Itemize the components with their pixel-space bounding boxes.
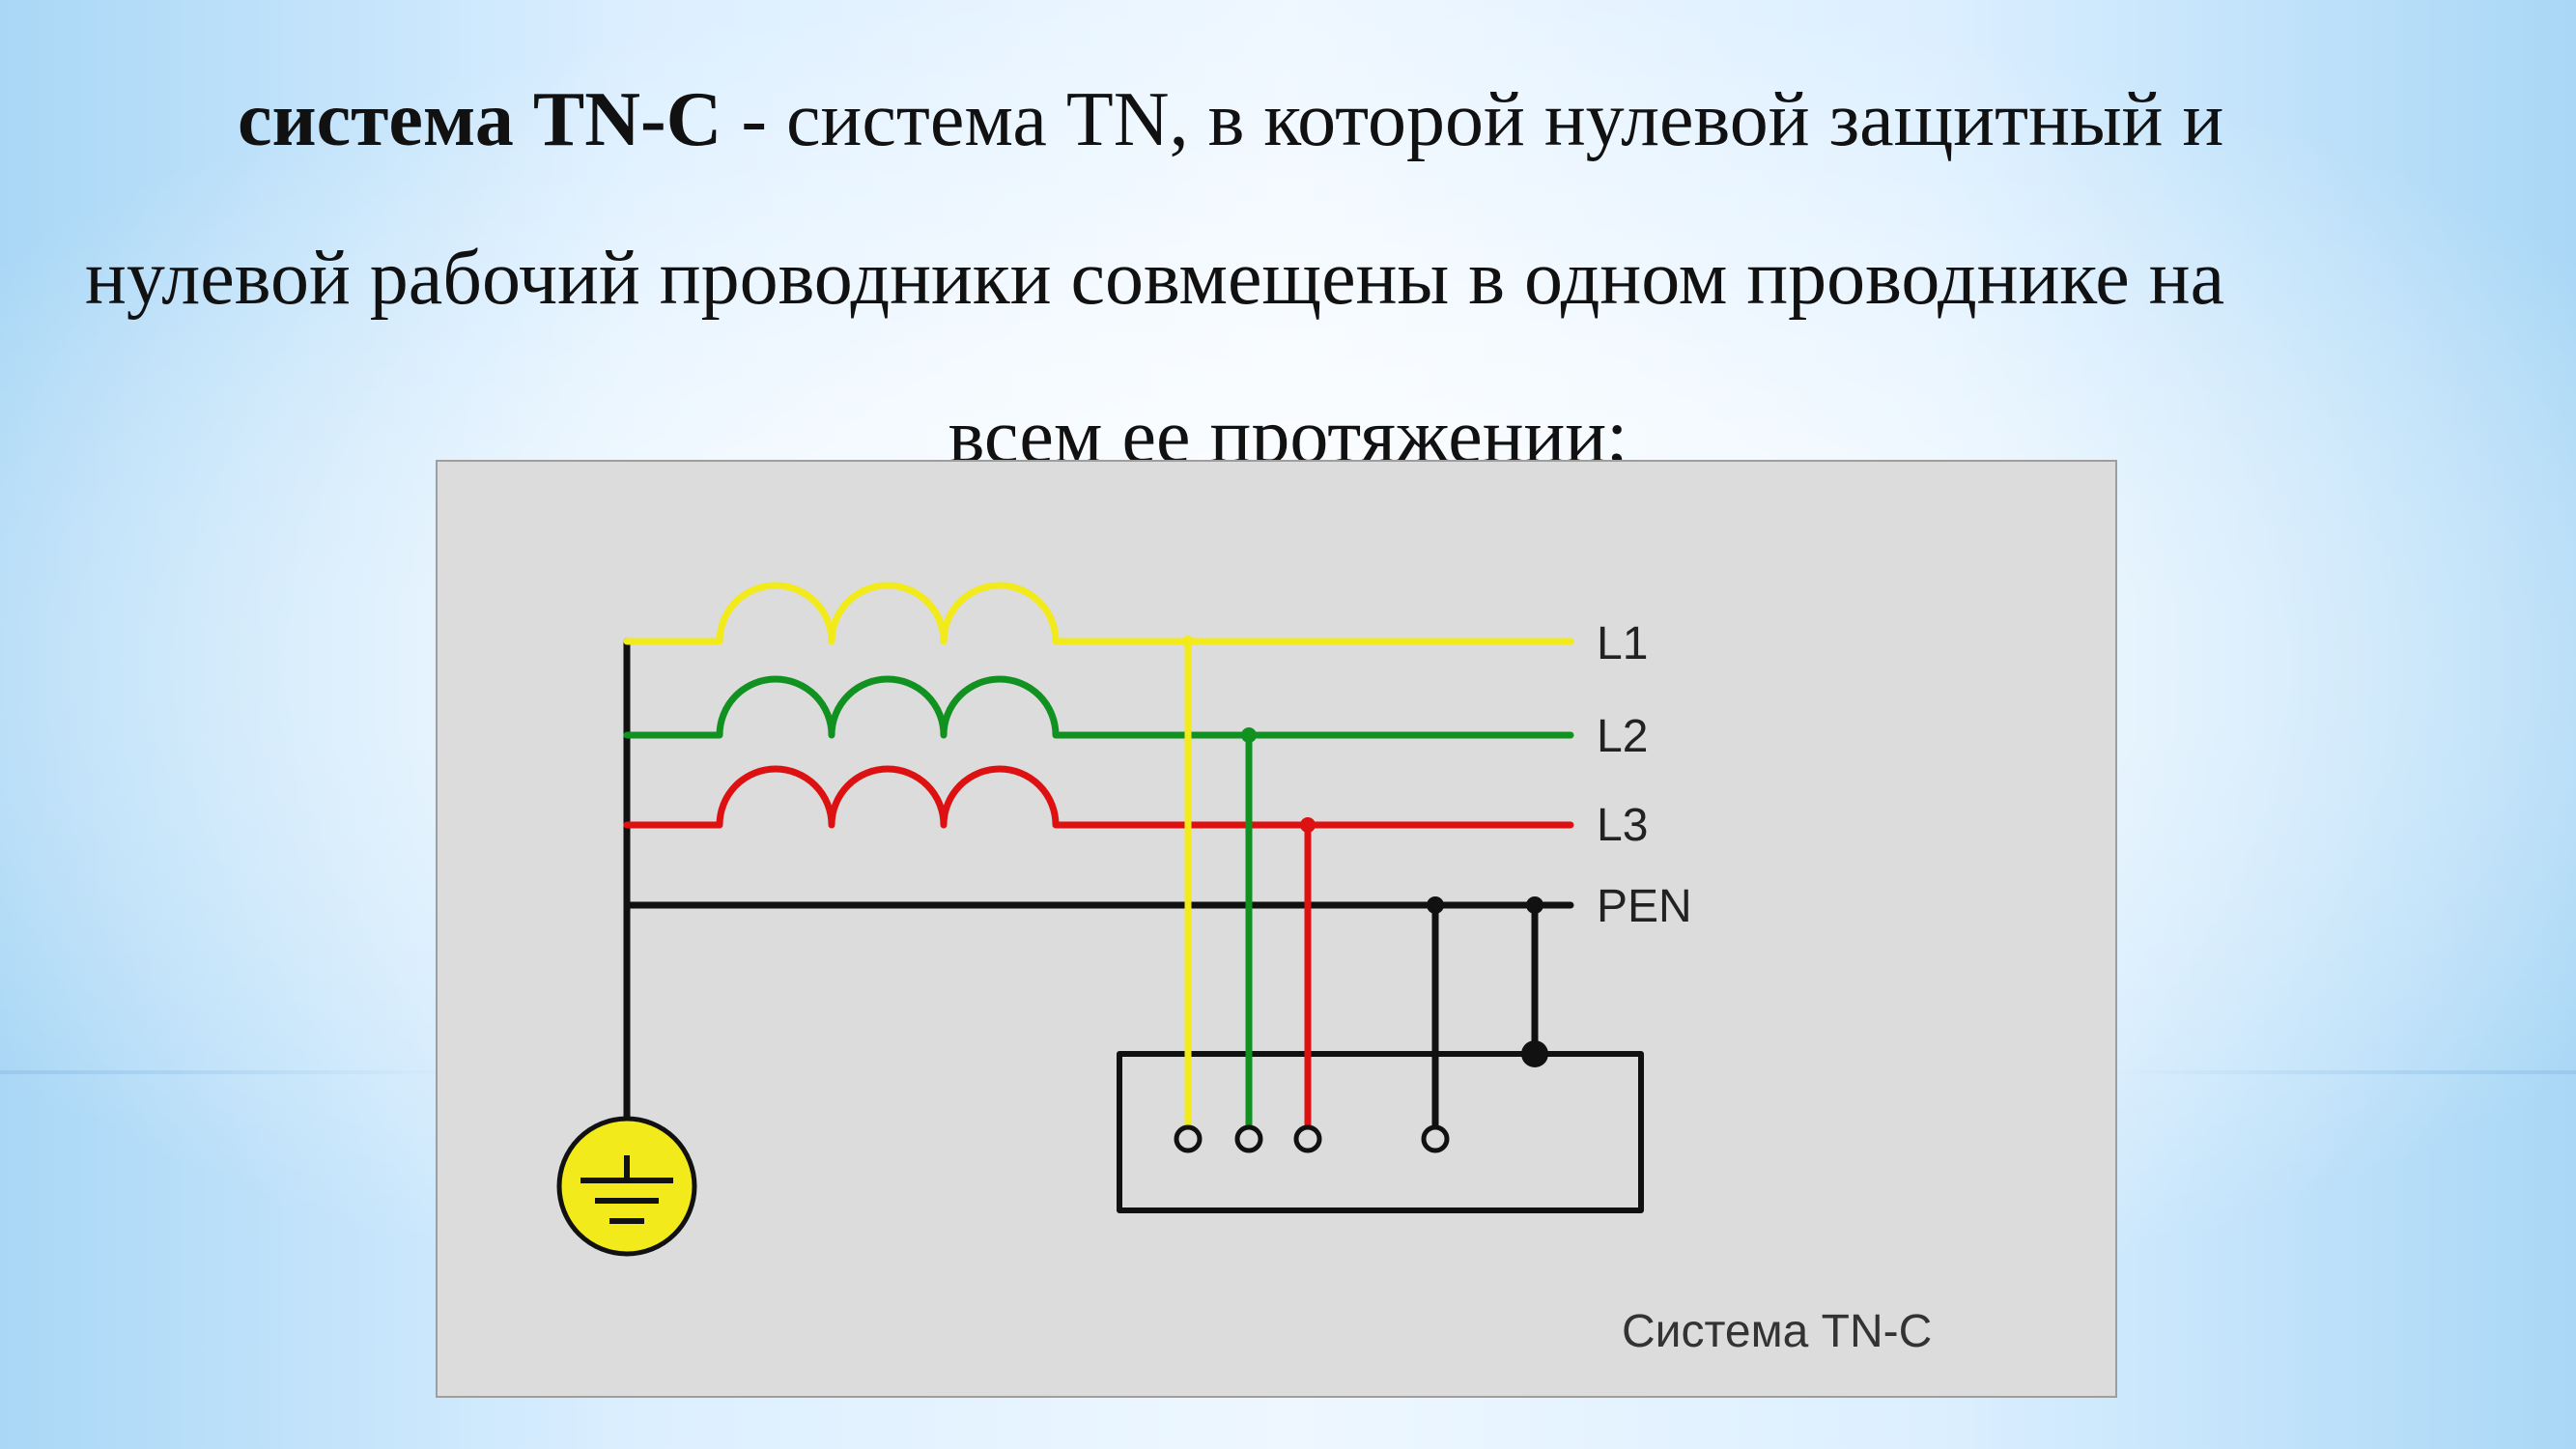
junction-l2 bbox=[1241, 727, 1257, 743]
diagram-panel: L1 L2 L3 PEN Система TN-C bbox=[436, 460, 2117, 1398]
terminal-l3 bbox=[1293, 1124, 1322, 1153]
label-l3: L3 bbox=[1597, 800, 1648, 851]
junction-l3 bbox=[1300, 817, 1316, 833]
label-l2: L2 bbox=[1597, 711, 1648, 762]
junction-l1 bbox=[1182, 636, 1194, 647]
terminal-l2 bbox=[1234, 1124, 1263, 1153]
heading-line-1-rest: - система TN, в которой нулевой защитный… bbox=[722, 77, 2224, 162]
term-tn-c: система TN-C bbox=[238, 77, 722, 162]
tn-c-wiring-diagram: L1 L2 L3 PEN Система TN-C bbox=[556, 582, 1932, 1357]
heading-line-2: нулевой рабочий проводники совмещены в о… bbox=[85, 236, 2225, 321]
junction-enclosure bbox=[1521, 1040, 1548, 1067]
load-box bbox=[1117, 1051, 1644, 1213]
l2-line bbox=[623, 675, 1574, 739]
junction-pen-2 bbox=[1526, 896, 1543, 914]
ground-icon bbox=[556, 1116, 697, 1257]
heading-line-3: всем ее протяжении; bbox=[948, 394, 1628, 462]
diagram-caption: Система TN-C bbox=[1622, 1306, 1932, 1357]
l1-line bbox=[623, 582, 1574, 645]
terminal-pen bbox=[1421, 1124, 1450, 1153]
l3-line bbox=[623, 765, 1574, 829]
label-pen: PEN bbox=[1597, 881, 1692, 932]
junction-dots bbox=[1182, 636, 1548, 1067]
terminal-l1 bbox=[1174, 1124, 1203, 1153]
slide-heading: система TN-C - система TN, в которой нул… bbox=[0, 0, 2576, 462]
label-l1: L1 bbox=[1597, 618, 1648, 669]
heading-line-1: система TN-C - система TN, в которой нул… bbox=[238, 81, 2223, 158]
load-terminals bbox=[1174, 1124, 1450, 1153]
junction-pen-1 bbox=[1427, 896, 1444, 914]
